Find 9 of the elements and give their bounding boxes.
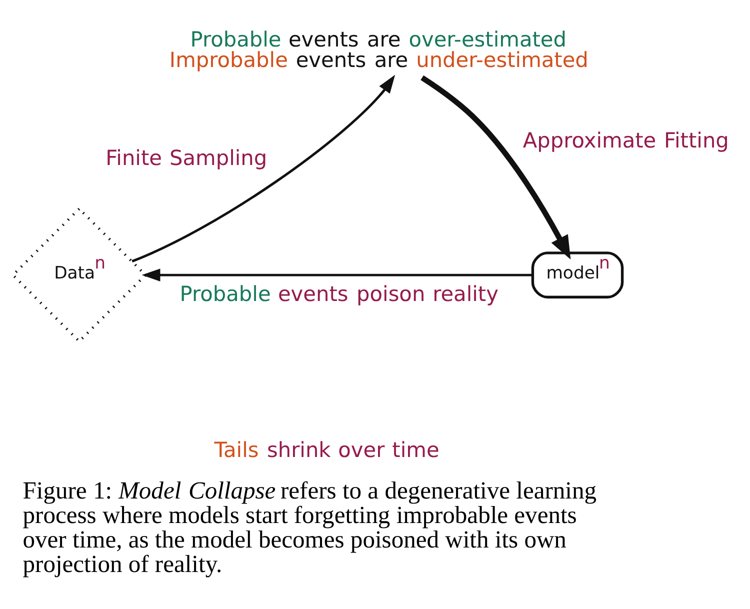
- edge-label: Finite Sampling: [106, 146, 268, 170]
- label: Tails shrink over time: [214, 438, 440, 462]
- node-text: Probable events are over-estimated Improbable events are under-estimated: [169, 27, 588, 72]
- arrow: [142, 268, 533, 282]
- edge-label: Probable events poison reality: [180, 282, 498, 306]
- edge-label: Approximate Fitting: [522, 128, 729, 153]
- arrow: [420, 75, 571, 260]
- caption: Figure 1: Model Collapse refers to a degenerative learning process where models start forgetting improbable events over time, as the model becomes poisoned with its own projection of reality.: [22, 477, 597, 578]
- arrow: [132, 74, 396, 262]
